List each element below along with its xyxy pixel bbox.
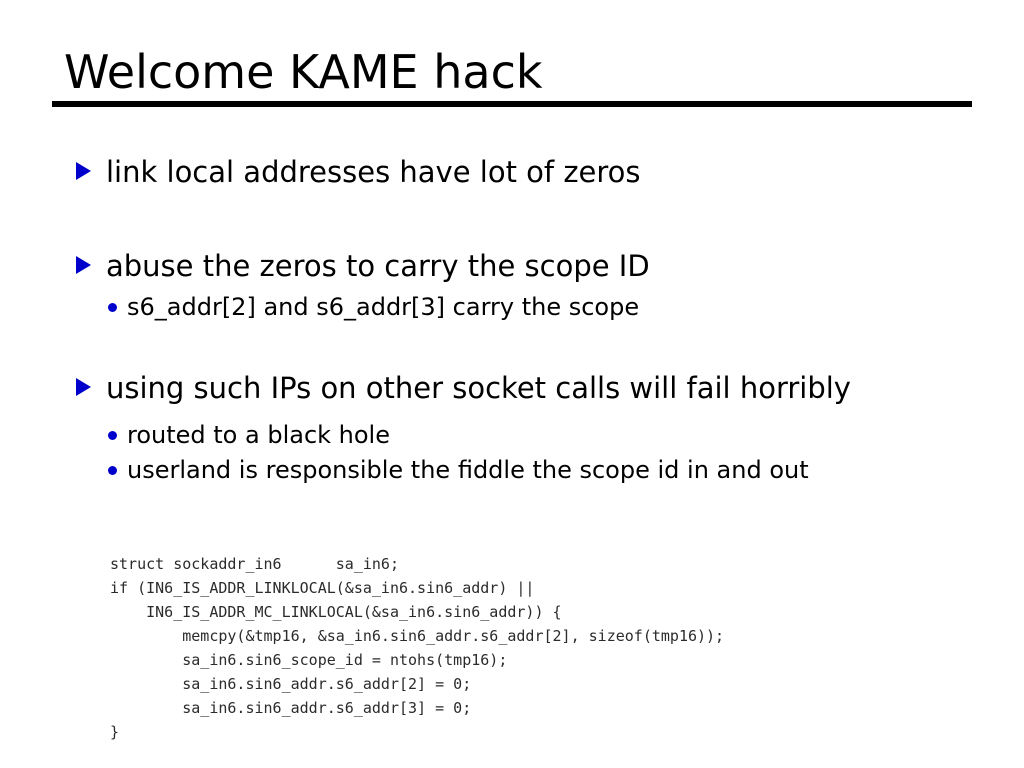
sub-list-item: s6_addr[2] and s6_addr[3] carry the scop… — [70, 290, 970, 324]
dot-icon — [108, 303, 117, 313]
spacer — [70, 324, 970, 364]
triangle-right-icon — [76, 256, 91, 275]
triangle-right-icon — [76, 162, 91, 180]
list-item-label: using such IPs on other socket calls wil… — [106, 371, 851, 406]
slide-body: link local addresses have lot of zeros a… — [70, 148, 970, 487]
list-item: using such IPs on other socket calls wil… — [70, 364, 970, 412]
list-item-label: link local addresses have lot of zeros — [106, 155, 641, 189]
sub-list-item: userland is responsible the fiddle the s… — [70, 453, 970, 487]
sub-list-item-label: routed to a black hole — [127, 421, 390, 450]
title-underline-rule — [52, 101, 972, 107]
sub-list-item: routed to a black hole — [70, 418, 970, 452]
dot-icon — [108, 465, 117, 475]
dot-icon — [108, 431, 117, 441]
page-title: Welcome KAME hack — [64, 45, 543, 99]
list-item: link local addresses have lot of zeros — [70, 148, 970, 196]
list-item: abuse the zeros to carry the scope ID — [70, 242, 970, 290]
list-item-label: abuse the zeros to carry the scope ID — [106, 249, 650, 284]
slide-title-area: Welcome KAME hack — [52, 45, 972, 99]
triangle-right-icon — [76, 378, 91, 397]
code-sample-area: struct sockaddr_in6 sa_in6; if (IN6_IS_A… — [110, 552, 990, 744]
code-block: struct sockaddr_in6 sa_in6; if (IN6_IS_A… — [110, 555, 725, 741]
spacer — [70, 196, 970, 242]
sub-list-item-label: userland is responsible the fiddle the s… — [127, 455, 809, 484]
sub-list-item-label: s6_addr[2] and s6_addr[3] carry the scop… — [127, 293, 640, 322]
